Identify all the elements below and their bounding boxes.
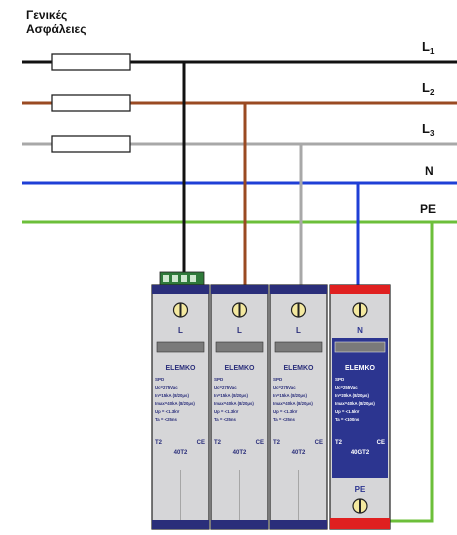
title-line-2: Ασφάλειες [26,22,87,36]
pe-terminal-label: PE [355,485,366,494]
module-type: SPD [214,377,224,382]
spd-module-2: L ELEMKO SPD Uc=275Vac In=15kA (8/20μs) … [210,284,269,530]
model-label: 40T2 [233,450,247,456]
spec-line: Uc=255Vac [335,385,358,390]
class-label: T2 [273,440,281,446]
spec-line: Uc=275Vac [273,385,296,390]
class-label: T2 [214,440,222,446]
spec-line: Ta = <25ns [214,417,237,422]
spd-module-3: L ELEMKO SPD Uc=275Vac In=15kA (8/20μs) … [269,284,328,530]
model-label: 40GT2 [351,450,370,456]
class-label: T2 [335,440,343,446]
busbar-connector [159,271,205,286]
terminal-label: L [237,326,242,335]
title-line-1: Γενικές [26,8,68,22]
status-window [156,341,205,353]
blue-panel [332,338,388,478]
terminal-label: L [178,326,183,335]
module-type: SPD [335,377,345,382]
spd-module-npe: N ELEMKO SPD Uc=255Vac In=20kA (8/20μs) … [329,284,391,530]
spec-line: Uc=275Vac [214,385,237,390]
fuse-l2 [51,94,131,112]
diagram-title: Γενικές Ασφάλειες [26,8,86,36]
class-label: T2 [155,440,163,446]
spec-line: Imax=40kA (8/20μs) [335,401,375,406]
status-window [334,341,386,353]
line-label-l2: L2 [422,80,435,97]
spec-line: Up = <1.5kV [335,409,359,414]
status-window [215,341,264,353]
ce-mark: CE [315,440,323,446]
spec-line: In=15kA (8/20μs) [214,393,248,398]
line-label-l1: L1 [422,39,435,56]
terminal-label: N [357,326,363,335]
fuse-l1 [51,53,131,71]
spec-line: Imax=40kA (8/20μs) [273,401,313,406]
terminal-label: L [296,326,301,335]
brand-logo: ELEMKO [345,365,376,372]
line-label-l3: L3 [422,121,435,138]
model-label: 40T2 [174,450,188,456]
brand-logo: ELEMKO [225,365,256,372]
ce-mark: CE [377,440,385,446]
spec-line: Up = <1.3kV [155,409,179,414]
spec-line: Ta = <100ns [335,417,360,422]
brand-logo: ELEMKO [284,365,315,372]
spec-line: In=15kA (8/20μs) [155,393,189,398]
fuse-l3 [51,135,131,153]
ce-mark: CE [197,440,205,446]
status-window [274,341,323,353]
line-label-n: N [425,164,434,178]
module-type: SPD [273,377,283,382]
spec-line: Ta = <25ns [155,417,178,422]
spec-line: In=20kA (8/20μs) [335,393,369,398]
module-type: SPD [155,377,165,382]
ce-mark: CE [256,440,264,446]
spec-line: Uc=275Vac [155,385,178,390]
spec-line: Up = <1.3kV [214,409,238,414]
spec-line: Imax=40kA (8/20μs) [214,401,254,406]
spec-line: In=15kA (8/20μs) [273,393,307,398]
line-label-pe: PE [420,202,436,216]
spec-line: Ta = <25ns [273,417,296,422]
model-label: 40T2 [292,450,306,456]
spec-line: Up = <1.3kV [273,409,297,414]
spec-line: Imax=40kA (8/20μs) [155,401,195,406]
spd-module-1: L ELEMKO SPD Uc=275Vac In=15kA (8/20μs) … [151,284,210,530]
brand-logo: ELEMKO [166,365,197,372]
wire-pe-return [388,222,434,523]
